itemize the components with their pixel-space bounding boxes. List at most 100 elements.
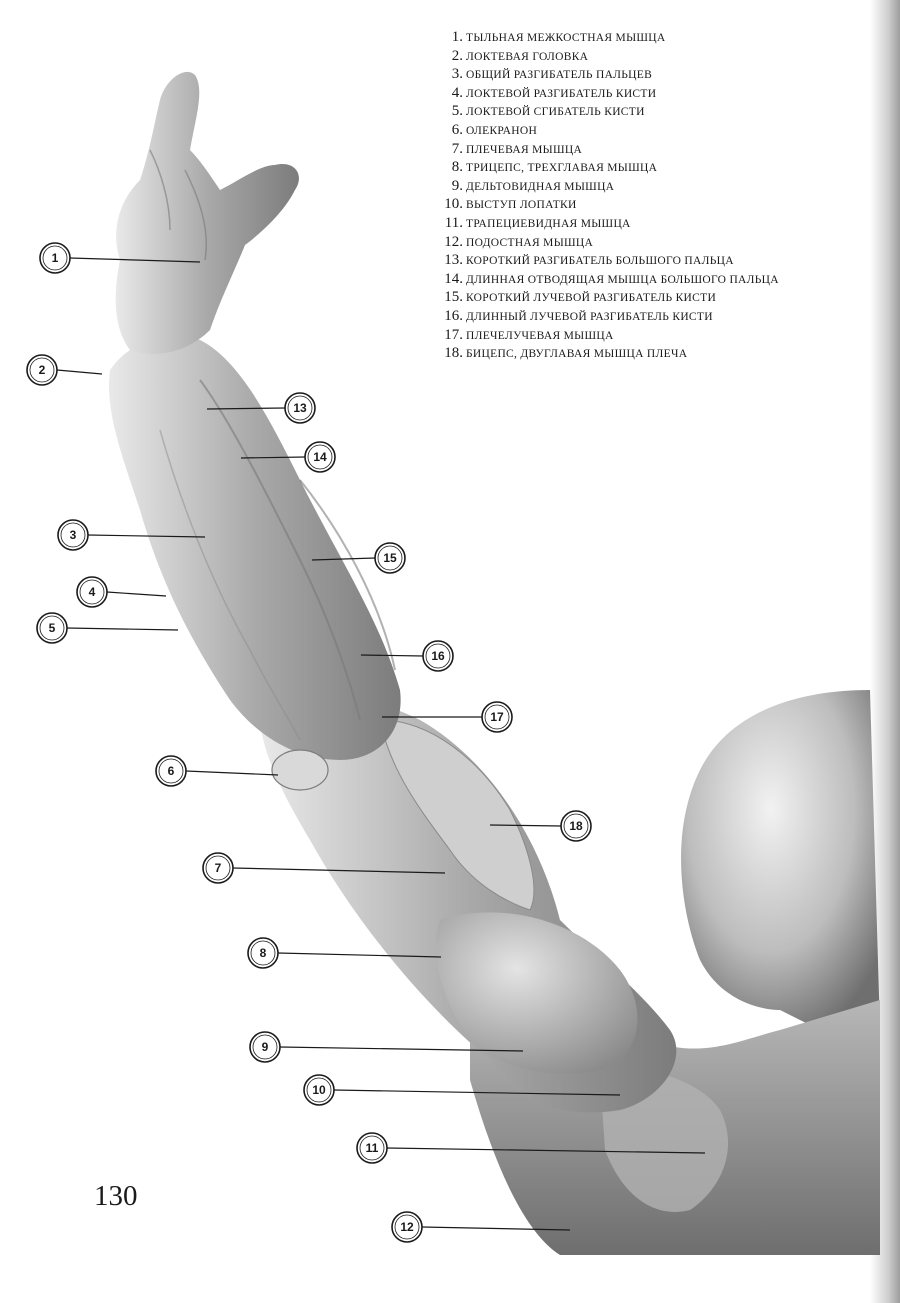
legend-item-number: 15. [444, 289, 463, 306]
legend-list: 1.тыльная межкостная мышца2.локтевая гол… [436, 28, 856, 363]
legend-item-label: трицепс, трехглавая мышца [466, 162, 658, 175]
leader-line-10 [333, 1089, 621, 1096]
legend-item: 11.трапециевидная мышца [436, 214, 856, 233]
legend-item-number: 6. [451, 121, 463, 138]
legend-item-label: выступ лопатки [466, 199, 577, 212]
leader-line-9 [279, 1046, 524, 1052]
leader-line-2 [56, 369, 103, 375]
legend-item: 8.трицепс, трехглавая мышца [436, 158, 856, 177]
legend-item-label: плечевая мышца [466, 143, 583, 156]
callout-number: 10 [312, 1083, 326, 1097]
callout-13: 13 [284, 392, 316, 424]
legend-item-label: олекранон [466, 124, 538, 137]
callout-number: 13 [293, 401, 307, 415]
legend-item-label: тыльная межкостная мышца [466, 32, 666, 44]
callout-number: 4 [89, 585, 96, 599]
callout-number: 16 [431, 649, 445, 663]
legend-item-label: локтевой сгибатель кисти [466, 106, 645, 119]
legend-item: 14.длинная отводящая мышца большого паль… [436, 270, 856, 289]
legend-item-number: 8. [451, 159, 463, 176]
legend-item-label: локтевой разгибатель кисти [466, 87, 657, 100]
callout-3: 3 [57, 519, 89, 551]
legend-item-number: 7. [451, 140, 463, 157]
legend-item-number: 2. [451, 47, 463, 64]
legend-item: 2.локтевая головка [436, 47, 856, 66]
arm-silhouette [109, 71, 677, 1113]
callout-15: 15 [374, 542, 406, 574]
legend-item-number: 12. [444, 233, 463, 250]
legend-item-label: длинная отводящая мышца большого пальца [466, 273, 779, 286]
page-number: 130 [94, 1180, 138, 1212]
leader-line-8 [277, 952, 442, 958]
legend-item: 4.локтевой разгибатель кисти [436, 84, 856, 103]
leader-line-6 [185, 770, 279, 776]
legend-item: 9.дельтовидная мышца [436, 177, 856, 196]
callout-4: 4 [76, 576, 108, 608]
callout-number: 9 [262, 1040, 269, 1054]
legend-item: 5.локтевой сгибатель кисти [436, 102, 856, 121]
legend-item: 18.бицепс, двуглавая мышца плеча [436, 344, 856, 363]
callout-18: 18 [560, 810, 592, 842]
callout-number: 12 [400, 1220, 414, 1234]
legend-item-number: 1. [451, 29, 463, 45]
leader-line-4 [106, 591, 167, 597]
legend-item: 16.длинный лучевой разгибатель кисти [436, 307, 856, 326]
legend-item-label: локтевая головка [466, 50, 589, 63]
leader-line-11 [386, 1147, 706, 1154]
leader-line-7 [232, 867, 446, 874]
legend-item-number: 11. [444, 214, 463, 231]
legend-item-number: 4. [451, 84, 463, 101]
leader-line-12 [421, 1226, 571, 1231]
callout-number: 14 [313, 450, 327, 464]
callout-16: 16 [422, 640, 454, 672]
leader-line-14 [240, 456, 306, 459]
callout-6: 6 [155, 755, 187, 787]
legend-item: 6.олекранон [436, 121, 856, 140]
legend-item-number: 10. [444, 196, 463, 213]
callout-number: 1 [52, 251, 59, 265]
legend-item-number: 3. [451, 66, 463, 83]
legend-item-label: длинный лучевой разгибатель кисти [466, 310, 713, 323]
leader-lines [56, 257, 706, 1231]
legend-item: 3.общий разгибатель пальцев [436, 65, 856, 84]
callout-17: 17 [481, 701, 513, 733]
legend-item-number: 17. [444, 326, 463, 343]
callout-number: 6 [168, 764, 175, 778]
legend-item: 15.короткий лучевой разгибатель кисти [436, 288, 856, 307]
callout-14: 14 [304, 441, 336, 473]
leader-line-1 [69, 257, 201, 263]
legend-item-label: бицепс, двуглавая мышца плеча [466, 348, 688, 361]
legend-item-label: общий разгибатель пальцев [466, 69, 653, 82]
legend-item-number: 9. [451, 177, 463, 194]
legend-item-label: подостная мышца [466, 236, 594, 249]
legend-item-number: 5. [451, 103, 463, 120]
legend-item-number: 14. [444, 270, 463, 287]
callout-5: 5 [36, 612, 68, 644]
legend-item-number: 16. [444, 307, 463, 324]
legend-item: 1.тыльная межкостная мышца [436, 28, 856, 47]
callout-7: 7 [202, 852, 234, 884]
callout-number: 15 [383, 551, 397, 565]
legend-item-label: короткий разгибатель большого пальца [466, 255, 734, 268]
legend-item: 10.выступ лопатки [436, 195, 856, 214]
callout-number: 3 [70, 528, 77, 542]
leader-line-15 [311, 557, 376, 561]
callout-number: 2 [39, 363, 46, 377]
legend-item: 17.плечелучевая мышца [436, 326, 856, 345]
leader-line-16 [360, 654, 424, 657]
leader-line-18 [489, 824, 562, 827]
legend-item-label: дельтовидная мышца [466, 180, 615, 193]
callout-number: 5 [49, 621, 56, 635]
callout-9: 9 [249, 1031, 281, 1063]
leader-line-3 [87, 534, 206, 538]
callout-1: 1 [39, 242, 71, 274]
callout-10: 10 [303, 1074, 335, 1106]
callout-2: 2 [26, 354, 58, 386]
leader-line-13 [206, 407, 286, 410]
legend-item: 7.плечевая мышца [436, 140, 856, 159]
callout-number: 11 [366, 1141, 379, 1155]
callout-number: 18 [569, 819, 583, 833]
legend-item-label: трапециевидная мышца [466, 217, 631, 230]
